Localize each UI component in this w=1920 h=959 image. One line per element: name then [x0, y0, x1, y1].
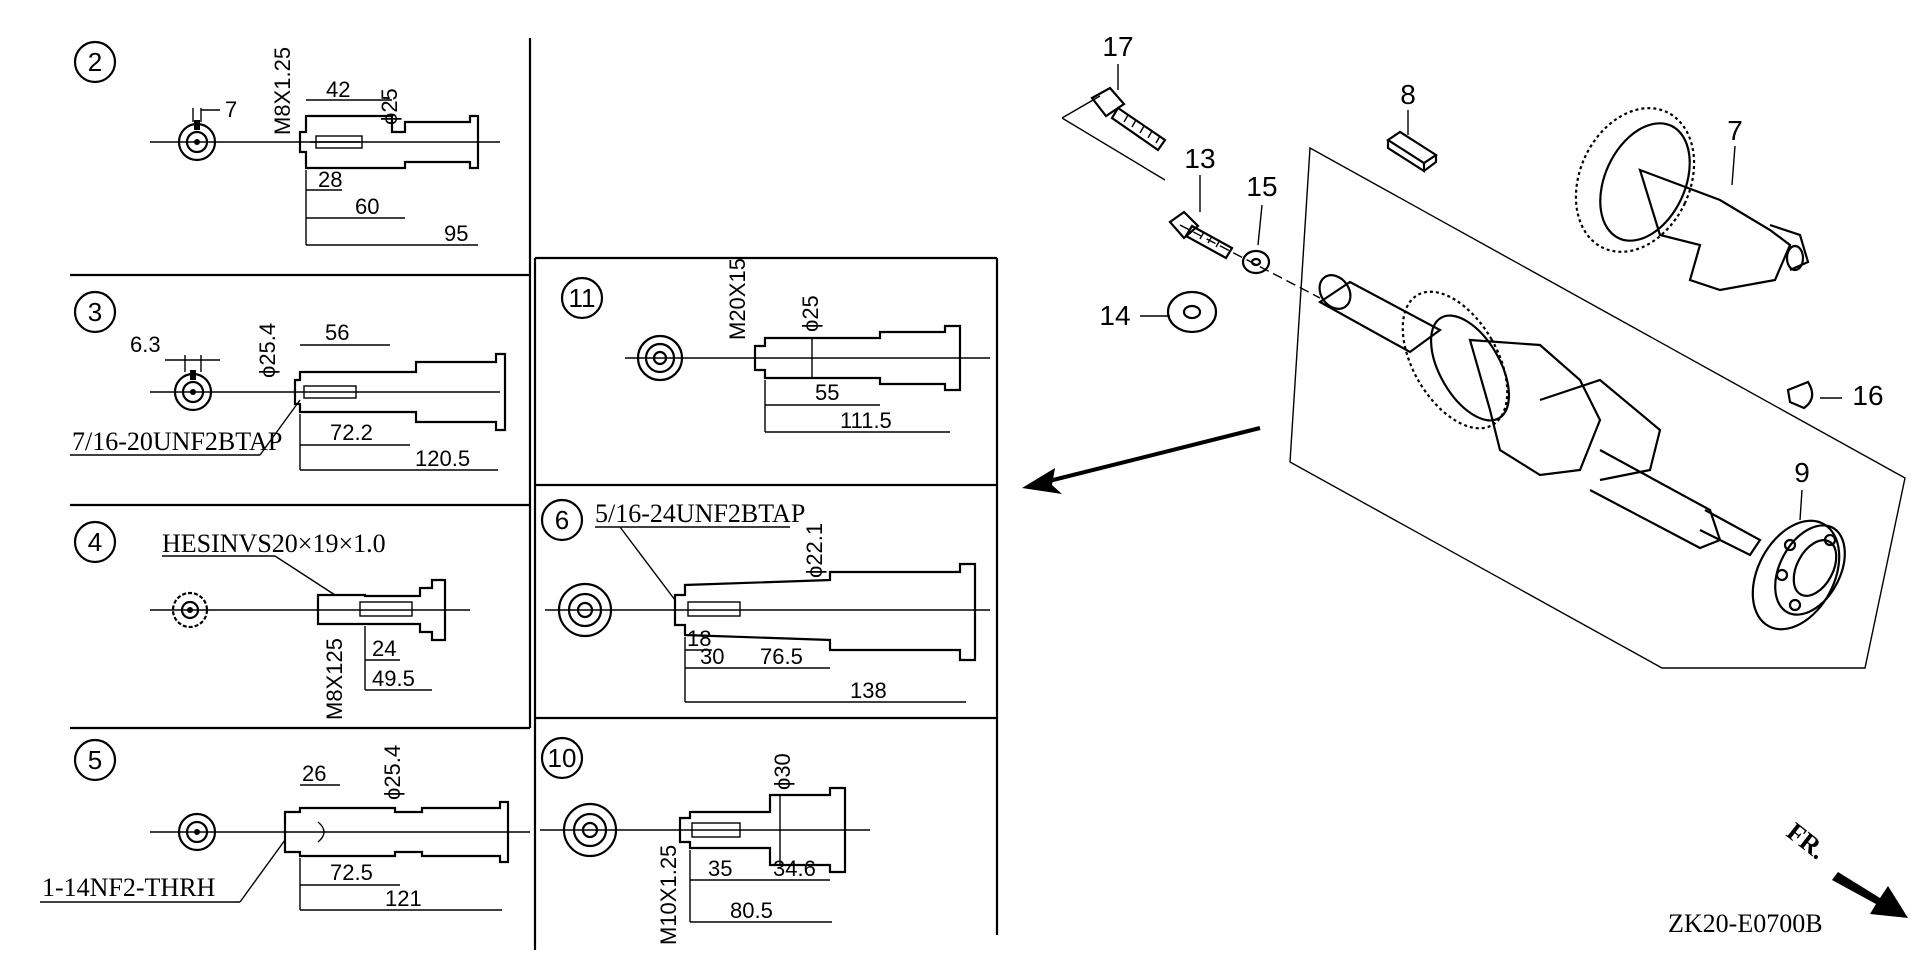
variant-6-dim-30: 30: [700, 644, 724, 669]
variant-3-dim-72: 72.2: [330, 420, 373, 445]
variant-5-dim-72: 72.5: [330, 860, 373, 885]
variant-4-badge: [73, 520, 117, 564]
variant-2-dim-60: 60: [355, 194, 379, 219]
variant-3-thread: 7/16-20UNF2BTAP: [72, 427, 282, 456]
diagram-code: ZK20-E0700B: [1668, 909, 1823, 938]
variant-3-shaft: [293, 352, 507, 432]
front-indicator: FR.: [1781, 817, 1908, 918]
variant-11-dim-55: 55: [815, 380, 839, 405]
variant-6-number: 6: [555, 505, 569, 535]
part-16-label: 16: [1852, 380, 1883, 411]
variant-2-shaft: [298, 114, 480, 170]
variant-5-dim-121: 121: [385, 886, 422, 911]
variant-4-thread: M8X125: [322, 638, 347, 720]
variant-10-shaft: [678, 786, 847, 874]
variant-6-panel: 6 5/16-24UNF2BTAP ϕ22.1 18 30 76.5 138: [540, 498, 990, 703]
variant-3-panel: 3 6.3 ϕ25.4 56 72.2 120.5 7/16-20UNF2BTA…: [70, 290, 507, 471]
variant-2-badge: [73, 40, 117, 84]
variant-2-dim-95: 95: [444, 221, 468, 246]
variant-5-badge: [73, 738, 117, 782]
variant-6-badge: [540, 498, 584, 542]
front-label: FR.: [1781, 817, 1831, 865]
part-9-label: 9: [1794, 457, 1810, 488]
variant-2-key-width: 7: [225, 97, 237, 122]
variant-10-number: 10: [548, 743, 577, 773]
washer-icon: [1166, 290, 1218, 334]
variant-5-shaft: [283, 800, 510, 864]
part-7-label: 7: [1727, 115, 1743, 146]
front-arrow-icon: [1832, 872, 1908, 918]
variant-4-spline: HESINVS20×19×1.0: [162, 529, 386, 558]
key-icon: [1385, 130, 1439, 174]
variant-10-dim-80: 80.5: [730, 898, 773, 923]
variant-2-panel: 2 7 M8X1.25 42 ϕ25 28 60 95: [73, 40, 500, 246]
variant-11-dim-111: 111.5: [840, 408, 892, 433]
variant-5-thread: 1-14NF2-THRH: [42, 873, 216, 902]
part-8-label: 8: [1400, 79, 1416, 110]
variant-4-dim-24: 24: [372, 636, 396, 661]
variant-11-badge: [560, 276, 604, 320]
crankshaft-icon: [1317, 274, 1762, 557]
variant-10-panel: 10 M10X1.25 ϕ30 35 34.6 80.5: [540, 736, 870, 945]
variant-10-dim-dia: ϕ30: [770, 753, 795, 790]
exploded-view: 17 8 7 13: [1061, 31, 1906, 669]
variant-11-shaft: [753, 324, 962, 392]
variant-3-dim-56: 56: [325, 320, 349, 345]
variant-6-dim-76: 76.5: [760, 644, 803, 669]
variant-2-dim-dia: ϕ25: [377, 88, 402, 125]
variant-11-thread: M20X15: [725, 258, 750, 340]
part-13-label: 13: [1184, 143, 1215, 174]
variant-11-panel: 11 M20X15 ϕ25 55 111.5: [560, 258, 990, 433]
variant-5-dim-26: 26: [302, 761, 326, 786]
variant-6-dim-18: 18: [687, 626, 711, 651]
shaft-end-view-icon: [173, 370, 213, 412]
variant-4-shaft: [316, 578, 447, 642]
variant-2-number: 2: [88, 47, 102, 77]
variant-11-number: 11: [569, 283, 596, 313]
variant-11-dim-dia: ϕ25: [798, 295, 823, 332]
woodruff-key-icon: [1786, 380, 1814, 410]
crankshaft-icon: [1574, 107, 1810, 292]
variant-2-thread: M8X1.25: [270, 47, 295, 135]
variant-4-dim-49: 49.5: [372, 666, 415, 691]
shaft-end-view-icon: [177, 120, 217, 162]
variant-3-number: 3: [88, 297, 102, 327]
variant-3-badge: [73, 290, 117, 334]
variant-6-dim-138: 138: [850, 678, 887, 703]
variant-5-number: 5: [88, 745, 102, 775]
bolt-icon: [1168, 210, 1234, 260]
part-14-label: 14: [1099, 300, 1130, 331]
variant-2-dim-42: 42: [326, 77, 350, 102]
variant-3-key-width: 6.3: [130, 332, 161, 357]
bearing-icon: [1751, 519, 1846, 631]
variant-6-thread: 5/16-24UNF2BTAP: [595, 499, 805, 528]
variant-10-badge: [540, 736, 584, 780]
variant-6-dim-dia: ϕ22.1: [802, 523, 827, 578]
variant-4-number: 4: [88, 527, 102, 557]
part-15-label: 15: [1246, 171, 1277, 202]
variant-4-panel: 4 HESINVS20×19×1.0 M8X125 24 49.5: [73, 520, 470, 720]
direction-arrow-icon: [1022, 426, 1261, 494]
part-17-label: 17: [1102, 31, 1133, 62]
variant-10-thread: M10X1.25: [656, 845, 681, 945]
variant-6-shaft: [673, 562, 977, 662]
variant-10-dim-34: 34.6: [773, 856, 816, 881]
variant-5-dim-dia: ϕ25.4: [380, 745, 405, 800]
variant-3-dim-dia: ϕ25.4: [255, 323, 280, 378]
variant-2-dim-28: 28: [318, 167, 342, 192]
panel-grid: [70, 38, 999, 950]
variant-10-dim-35: 35: [708, 856, 732, 881]
variant-3-dim-120: 120.5: [415, 446, 470, 471]
bolt-icon: [1090, 86, 1167, 152]
variant-5-panel: 5 26 ϕ25.4 72.5 121 1-14NF2-THRH: [40, 738, 530, 911]
